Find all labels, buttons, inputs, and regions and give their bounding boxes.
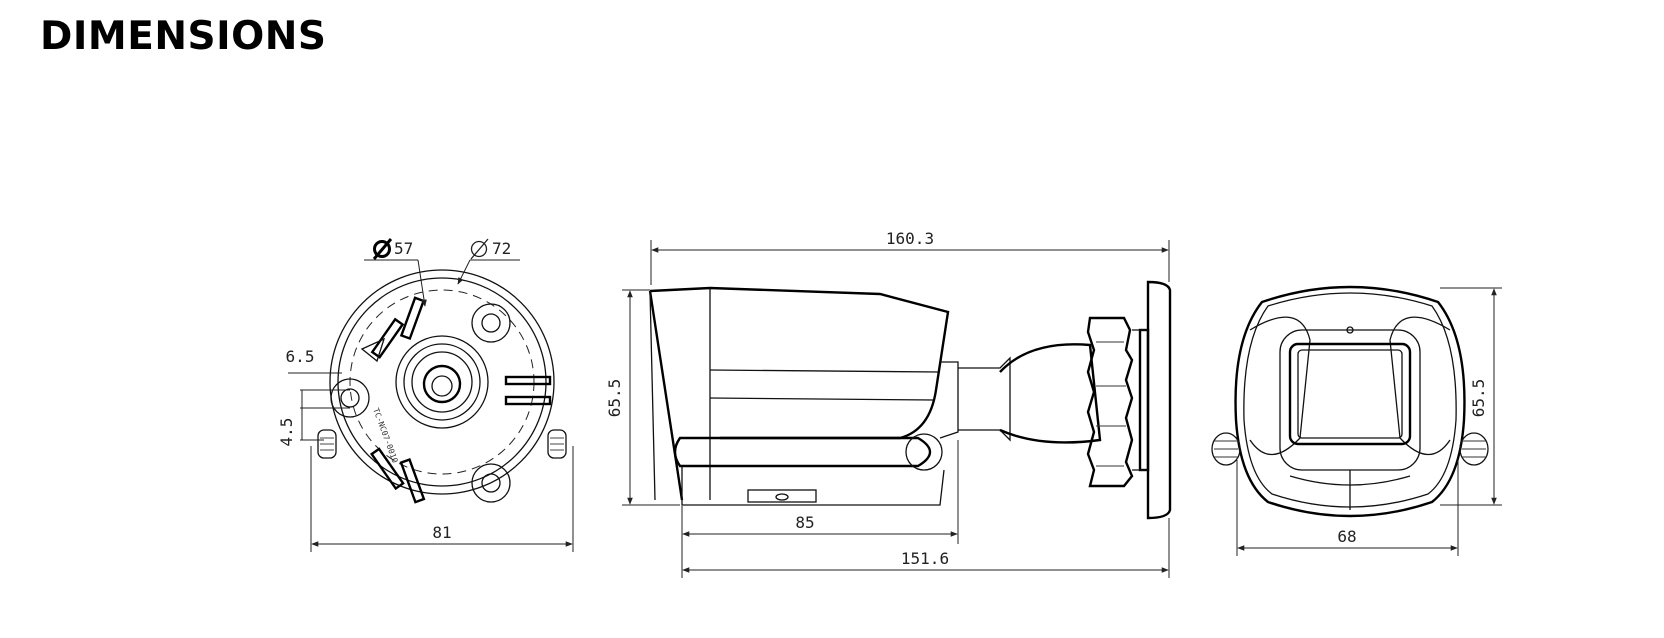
dim-overall-length: 151.6 xyxy=(901,549,949,568)
dim-base-inner-dia: 57 xyxy=(394,239,413,258)
dim-front-width: 68 xyxy=(1337,527,1356,546)
dim-hole-offset: 6.5 xyxy=(286,347,315,366)
dim-body-height: 65.5 xyxy=(605,379,624,418)
page-title: DIMENSIONS xyxy=(40,14,327,59)
right-knob-icon xyxy=(1459,432,1489,466)
dim-front-height: 65.5 xyxy=(1469,379,1488,418)
diameter-symbol-icon xyxy=(372,238,393,260)
dim-base-width: 81 xyxy=(432,523,451,542)
dim-base-outer-dia: 72 xyxy=(492,239,511,258)
left-knob-icon xyxy=(1211,432,1241,466)
left-tab-icon xyxy=(317,429,337,459)
diameter-symbol-icon xyxy=(470,238,489,260)
front-view: 65.5 68 xyxy=(1211,285,1502,556)
svg-text:TC-NC07-0010: TC-NC07-0010 xyxy=(371,407,399,465)
side-view: 160.3 65.5 85 151.6 xyxy=(605,229,1172,578)
right-tab-icon xyxy=(547,429,567,459)
dim-mount-length: 85 xyxy=(795,513,814,532)
base-view: TC-NC07-0010 81 6.5 4.5 xyxy=(277,238,574,552)
dim-hole-size: 4.5 xyxy=(277,418,296,447)
dim-body-length: 160.3 xyxy=(886,229,934,248)
